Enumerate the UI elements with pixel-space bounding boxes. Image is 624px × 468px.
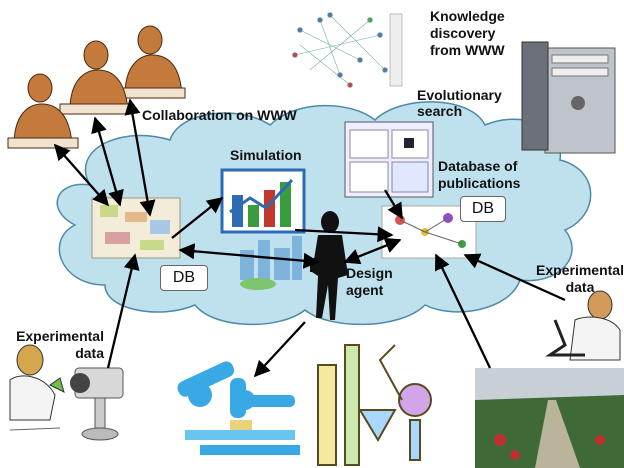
exp-right-line-1: Experimental	[536, 262, 624, 278]
camera-icon	[70, 367, 124, 441]
exp-left-line-1: Experimental	[16, 328, 104, 344]
arrow-agent-right	[343, 237, 402, 265]
experimental-data-right-label: Experimental data	[535, 262, 624, 296]
knowledge-discovery-line-3: from WWW	[430, 42, 505, 58]
simulation-label: Simulation	[230, 147, 302, 163]
knowledge-discovery-label: Knowledge discovery from WWW	[430, 8, 505, 59]
arrow-agent-to-robot	[253, 321, 306, 378]
arrow-collab-3	[124, 98, 156, 217]
knowledge-discovery-line-1: Knowledge	[430, 8, 505, 24]
evolutionary-search-panel	[344, 121, 434, 198]
pathway-map-icon	[91, 197, 181, 259]
arrows	[53, 98, 566, 378]
scientist-microscope-icon	[545, 290, 621, 361]
database-publications-label: Database of publications	[438, 158, 520, 192]
arrow-camera-to-db	[106, 253, 140, 369]
arrow-exp-right	[463, 253, 566, 302]
evolutionary-search-label: Evolutionary search	[417, 87, 502, 119]
db-box-left: DB	[160, 265, 208, 291]
database-line-1: Database of	[438, 158, 518, 174]
knowledge-discovery-line-2: discovery	[430, 25, 496, 41]
lab-apparatus-icon	[317, 344, 432, 466]
server-tower-icon	[521, 41, 616, 154]
collaboration-label: Collaboration on WWW	[142, 107, 297, 123]
exp-right-line-2: data	[565, 279, 595, 295]
arrow-agent-left	[178, 243, 320, 269]
network-graph-icon	[292, 12, 403, 88]
arrow-evo-to-db	[384, 189, 403, 220]
scientist-flask-icon	[9, 344, 65, 431]
exp-left-line-2: data	[75, 345, 104, 361]
design-agent-line-2: agent	[346, 282, 384, 298]
arrow-collab-2	[91, 116, 124, 207]
arrow-sim-to-db	[294, 226, 394, 243]
database-line-2: publications	[438, 175, 521, 191]
db-box-right: DB	[460, 196, 506, 222]
robot-arm-icon	[177, 361, 300, 455]
evolutionary-line-1: Evolutionary	[417, 87, 502, 103]
evolutionary-line-2: search	[417, 103, 463, 119]
bar-chart-icon	[220, 168, 306, 234]
design-agent-line-1: Design	[346, 265, 393, 281]
arrow-greenhouse	[434, 253, 492, 369]
collaborator-figure-icon	[7, 25, 186, 149]
arrow-to-simulation	[171, 196, 224, 239]
greenhouse-photo-icon	[475, 368, 624, 468]
design-agent-label: Design agent	[346, 265, 393, 299]
experimental-data-left-label: Experimental data	[14, 328, 104, 362]
